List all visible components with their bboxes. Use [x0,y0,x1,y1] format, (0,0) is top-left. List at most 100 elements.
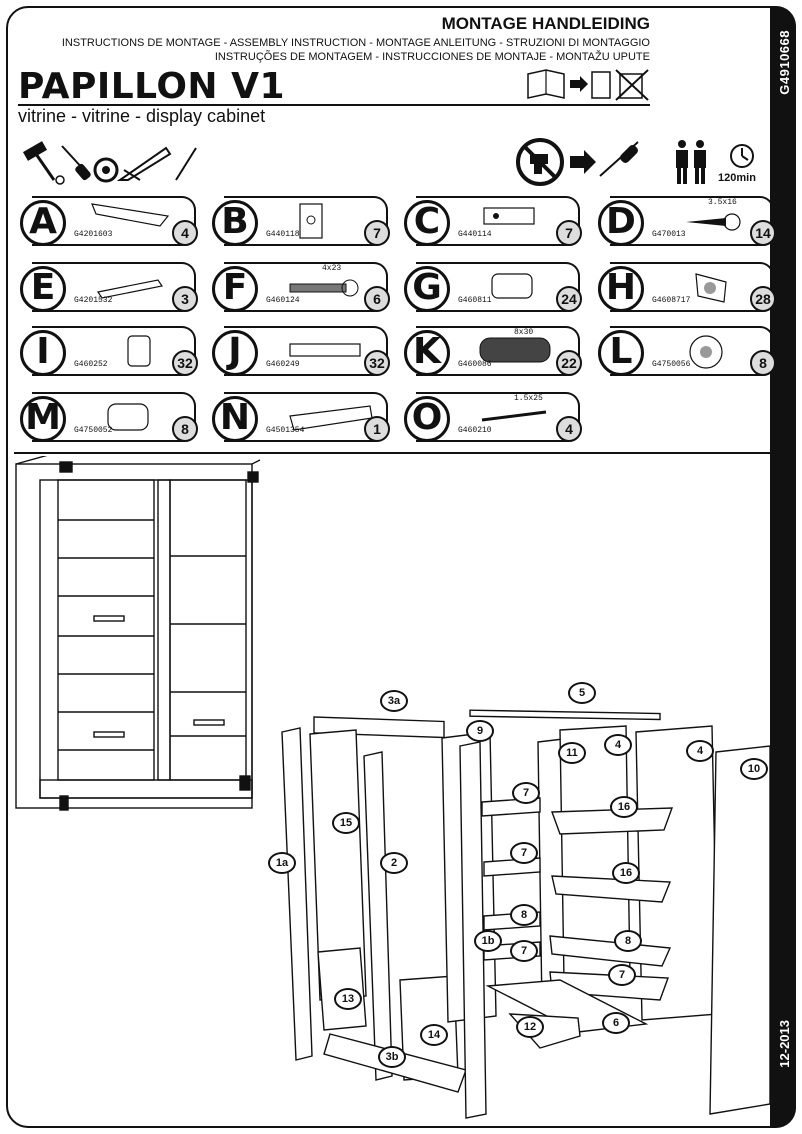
part-box [32,392,196,442]
part-box [224,262,388,312]
panel-label: 5 [568,682,596,704]
part-image [695,273,727,303]
part-k: K G460086 8x30 22 [404,326,582,380]
section-divider [14,452,782,454]
panel-label: 7 [512,782,540,804]
part-e: E G4201532 3 [20,262,198,316]
part-n: N G4501354 1 [212,392,390,446]
panel-label: 1a [268,852,296,874]
part-letter: F [222,267,248,308]
part-quantity: 4 [556,416,582,442]
part-image [289,279,359,297]
part-letter: K [413,331,441,372]
part-letter-badge [212,200,258,246]
panel-label: 8 [510,904,538,926]
part-letter-badge [404,266,450,312]
part-a: A G4201603 4 [20,196,198,250]
panel-label: 4 [604,734,632,756]
part-box [416,392,580,442]
part-box [610,196,774,246]
part-letter-badge [404,200,450,246]
part-code: G460249 [266,360,300,369]
panel-label: 3a [380,690,408,712]
part-letter: B [221,201,249,242]
part-c: C G440114 7 [404,196,582,250]
part-letter: L [609,331,633,372]
part-letter-badge [20,200,66,246]
part-box [610,262,774,312]
part-letter: G [412,267,442,308]
panel-label: 2 [380,852,408,874]
panel-label: 13 [334,988,362,1010]
part-quantity: 32 [364,350,390,376]
panel-label: 8 [614,930,642,952]
part-image [289,343,361,357]
part-box [224,326,388,376]
part-box [32,326,196,376]
part-letter: O [411,397,443,438]
part-letter: A [29,201,57,242]
part-image [91,203,170,227]
part-letter: M [25,397,61,438]
read-instructions-icon [527,69,649,101]
panel-label: 16 [612,862,640,884]
part-quantity: 14 [750,220,776,246]
part-image [97,279,163,299]
part-quantity: 8 [750,350,776,376]
part-m: M G4750052 8 [20,392,198,446]
part-image [483,207,535,225]
part-letter: D [606,201,636,242]
part-code: G4201532 [74,296,113,305]
part-letter: H [605,267,637,308]
part-letter-badge [598,266,644,312]
part-letter-badge [20,330,66,376]
panel-label: 1b [474,930,502,952]
part-letter-badge [212,266,258,312]
part-f: F G460124 4x23 6 [212,262,390,316]
part-letter: E [30,267,56,308]
languages-line-2: INSTRUÇÕES DE MONTAGEM - INSTRUCCIONES D… [214,51,650,63]
part-box [224,196,388,246]
panel-label: 9 [466,720,494,742]
part-box [32,196,196,246]
panel-label: 11 [558,742,586,764]
product-code: G4910668 [777,30,792,95]
part-code: G4750056 [652,360,691,369]
panel-label: 10 [740,758,768,780]
panel-label: 16 [610,796,638,818]
part-box [32,262,196,312]
part-d: D G470013 3.5x16 14 [598,196,776,250]
part-letter: J [228,331,242,372]
part-letter-badge [598,330,644,376]
panel-label: 14 [420,1024,448,1046]
part-code: G4201603 [74,230,113,239]
part-code: G440118 [266,230,300,239]
product-subtitle: vitrine - vitrine - display cabinet [18,106,266,126]
languages-line-1: INSTRUCTIONS DE MONTAGE - ASSEMBLY INSTR… [61,37,650,49]
part-dimension: 8x30 [514,328,534,337]
part-dimension: 1.5x25 [514,394,543,403]
part-code: G4501354 [266,426,305,435]
part-dimension: 4x23 [322,264,342,273]
part-j: J G460249 32 [212,326,390,380]
part-code: G460252 [74,360,108,369]
product-name: PAPILLON V1 [18,66,285,107]
part-letter-badge [404,396,450,442]
part-quantity: 7 [364,220,390,246]
part-quantity: 22 [556,350,582,376]
panel-label: 6 [602,1012,630,1034]
assembly-time: 120min [718,172,756,184]
part-box [224,392,388,442]
exploded-panels [281,709,771,1119]
panel-label: 3b [378,1046,406,1068]
part-g: G G460811 24 [404,262,582,316]
header-languages: INSTRUCTIONS DE MONTAGE - ASSEMBLY INSTR… [10,36,650,64]
part-box [610,326,774,376]
panel-label: 4 [686,740,714,762]
part-dimension: 3.5x16 [708,198,737,207]
sidebar-strip [770,6,796,1128]
part-image [107,403,149,431]
part-code: G470013 [652,230,686,239]
part-code: G460210 [458,426,492,435]
part-h: H G4608717 28 [598,262,776,316]
